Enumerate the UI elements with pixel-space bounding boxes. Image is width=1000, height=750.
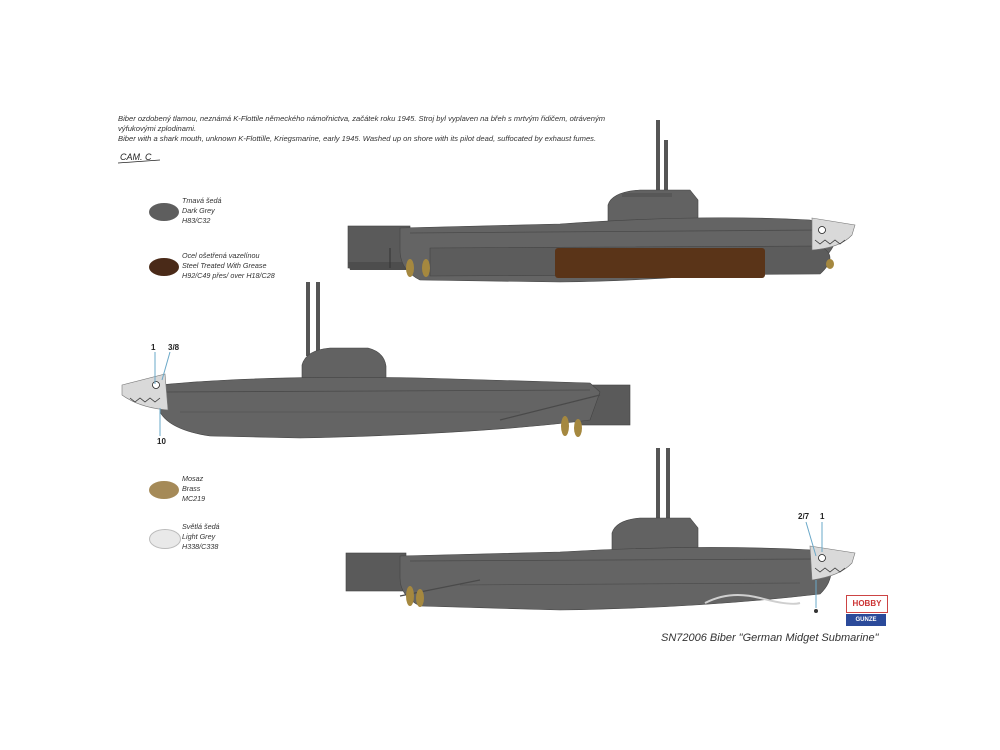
swatch-dark-grey-label: Tmavá šedá Dark Grey H83/C32 — [182, 196, 222, 226]
swatch-cz: Mosaz — [182, 474, 204, 483]
swatch-cz: Ocel ošetřená vazelínou — [182, 251, 260, 260]
callout-1-middle: 1 — [151, 343, 156, 352]
callout-10: 10 — [157, 437, 166, 446]
description-cz-line2: výfukovými zplodinami. — [118, 124, 197, 133]
swatch-brass-label: Mosaz Brass MC219 — [182, 474, 205, 504]
swatch-en: Light Grey — [182, 532, 216, 541]
watermark — [704, 593, 801, 605]
swatch-en: Dark Grey — [182, 206, 215, 215]
camo-label: CAM. C — [120, 152, 152, 162]
callout-3-8: 3/8 — [168, 343, 180, 352]
swatch-cz: Tmavá šedá — [182, 196, 222, 205]
swatch-dark-grey — [149, 203, 179, 221]
swatch-en: Brass — [182, 484, 201, 493]
swatch-code: MC219 — [182, 494, 206, 503]
submarine-middle-view — [121, 282, 631, 439]
submarine-top-view — [347, 120, 856, 283]
swatch-light-grey-label: Světlá šedá Light Grey H338/C338 — [182, 522, 220, 552]
footer-title: SN72006 Biber "German Midget Submarine" — [661, 632, 879, 644]
description-en-line: Biber with a shark mouth, unknown K-Flot… — [118, 134, 597, 143]
swatch-grease-label: Ocel ošetřená vazelínou Steel Treated Wi… — [182, 251, 275, 281]
hobby-logo: HOBBY — [846, 595, 888, 613]
gunze-logo: GUNZE SANGYO — [846, 614, 886, 635]
callout-2-7: 2/7 — [798, 512, 810, 521]
swatch-light-grey — [149, 529, 181, 549]
swatch-code: H92/C49 přes/ over H18/C28 — [182, 271, 275, 280]
swatch-code: H83/C32 — [182, 216, 211, 225]
swatch-grease — [149, 258, 179, 276]
swatch-code: H338/C338 — [182, 542, 219, 551]
callout-1-bottom: 1 — [820, 512, 825, 521]
submarine-bottom-view — [345, 448, 856, 613]
swatch-cz: Světlá šedá — [182, 522, 220, 531]
swatch-brass — [149, 481, 179, 499]
description-cz-line1: Biber ozdobený tlamou, neznámá K-Flottil… — [118, 114, 606, 123]
swatch-en: Steel Treated With Grease — [182, 261, 267, 270]
